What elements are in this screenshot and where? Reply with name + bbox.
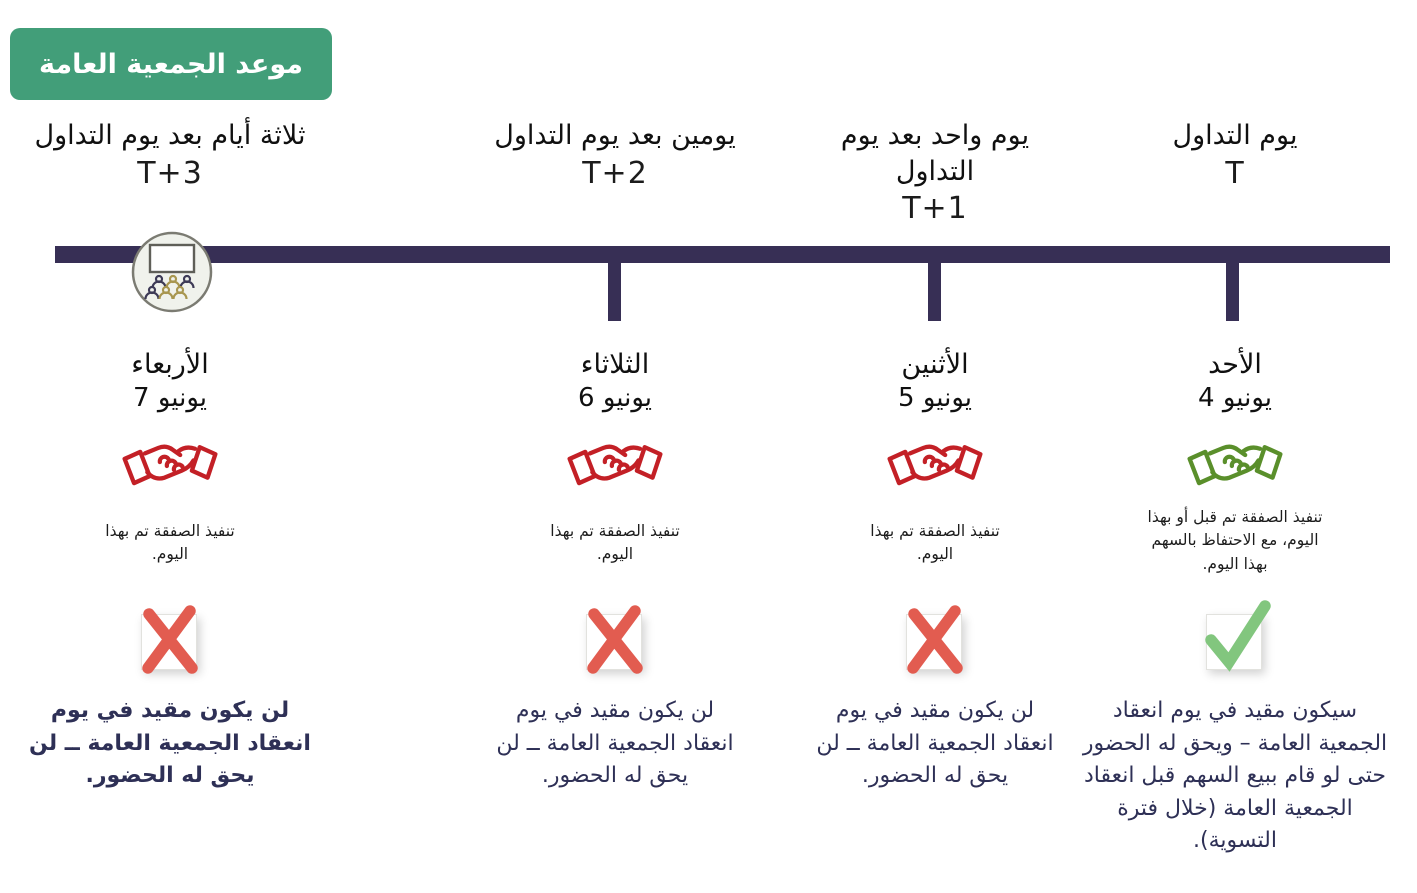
weekday-label: الثلاثاء: [580, 349, 650, 380]
cross-icon: [131, 600, 209, 686]
header-badge: موعد الجمعية العامة: [10, 28, 332, 100]
execution-note: تنفيذ الصفقة تم بهذا اليوم.: [550, 522, 680, 564]
handshake-icon: [884, 437, 986, 502]
timeline-tick-t1: [928, 262, 941, 321]
assembly-meeting-icon: [131, 231, 213, 313]
offset-label: يوم التداول: [1172, 120, 1298, 151]
offset-label: ثلاثة أيام بعد يوم التداول: [34, 120, 306, 151]
cross-icon: [576, 600, 654, 686]
page-title: موعد الجمعية العامة: [39, 48, 303, 80]
handshake-icon: [119, 437, 221, 502]
handshake-icon: [564, 437, 666, 502]
timeline-tick-t2: [608, 262, 621, 321]
date-label: 5 يونيو: [898, 383, 972, 414]
outcome-text: سيكون مقيد في يوم انعقاد الجمعية العامة …: [1082, 698, 1388, 854]
column-t: يوم التداول T الأحد 4 يونيو تنفيذ الصفقة…: [1075, 118, 1395, 858]
weekday-label: الأحد: [1208, 349, 1262, 380]
weekday-label: الأربعاء: [131, 349, 209, 380]
execution-note: تنفيذ الصفقة تم بهذا اليوم.: [870, 522, 1000, 564]
timeline-bar: [55, 246, 1390, 263]
t-label: T+2: [582, 155, 648, 191]
weekday-label: الأثنين: [901, 349, 969, 380]
t-label: T+1: [902, 191, 968, 227]
outcome-text: لن يكون مقيد في يوم انعقاد الجمعية العام…: [496, 698, 734, 789]
offset-label: يوم واحد بعد يوم التداول: [840, 120, 1030, 187]
t-label: T: [1225, 155, 1245, 191]
handshake-icon: [1184, 437, 1286, 502]
execution-note: تنفيذ الصفقة تم قبل أو بهذا اليوم، مع ال…: [1147, 508, 1323, 573]
timeline-tick-t: [1226, 262, 1239, 321]
date-label: 6 يونيو: [578, 383, 652, 414]
date-label: 4 يونيو: [1198, 383, 1272, 414]
outcome-text: لن يكون مقيد في يوم انعقاد الجمعية العام…: [816, 698, 1054, 789]
date-label: 7 يونيو: [133, 383, 207, 414]
cross-icon: [896, 600, 974, 686]
execution-note: تنفيذ الصفقة تم بهذا اليوم.: [105, 522, 235, 564]
outcome-text: لن يكون مقيد في يوم انعقاد الجمعية العام…: [29, 698, 311, 789]
column-t-plus-3: ثلاثة أيام بعد يوم التداول T+3 الأربعاء …: [20, 118, 320, 793]
check-icon: [1196, 600, 1274, 686]
column-t-plus-1: يوم واحد بعد يوم التداول T+1 الأثنين 5 ي…: [800, 118, 1070, 793]
t-label: T+3: [137, 155, 203, 191]
column-t-plus-2: يومين بعد يوم التداول T+2 الثلاثاء 6 يون…: [465, 118, 765, 793]
offset-label: يومين بعد يوم التداول: [494, 120, 736, 151]
